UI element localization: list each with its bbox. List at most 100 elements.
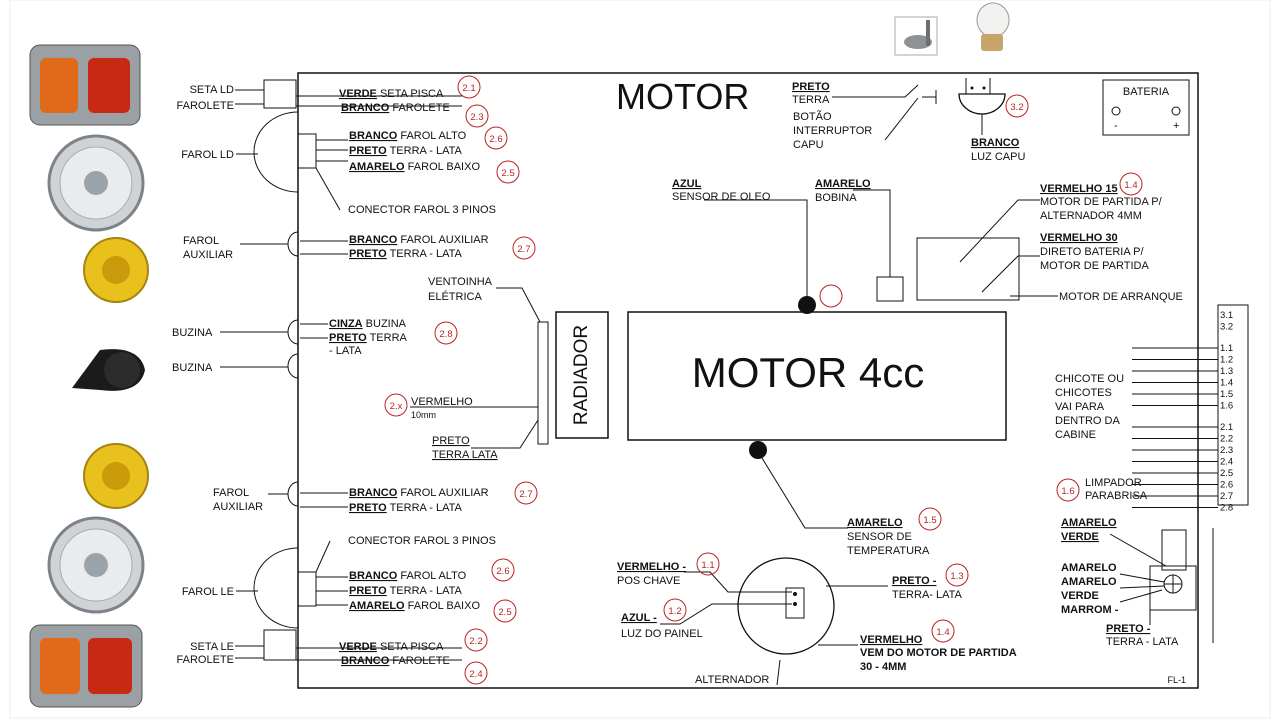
alternator-wiring [660,571,888,686]
harness-code: 2.5 [1220,468,1233,479]
chicote-line-5: CABINE [1055,429,1096,441]
harness-code: 1.5 [1220,389,1233,400]
vermelho-fan-label: VERMELHO [411,396,473,408]
battery-box [1102,79,1190,136]
harness-code: 2.3 [1220,445,1233,456]
svg-text:1.4: 1.4 [936,627,949,638]
svg-text:2.8: 2.8 [439,329,452,340]
farol-aux-bottom-lamp-icon [83,443,149,509]
wiper-list-3: VERDE [1061,590,1099,602]
radiator-label: RADIADOR [571,325,592,425]
svg-text:1.4: 1.4 [1124,180,1137,191]
conector-bot-label: CONECTOR FAROL 3 PINOS [348,535,496,547]
preto-le-label: PRETO TERRA - LATA [349,585,463,597]
sensor-oleo-label: SENSOR DE OLEO [672,191,771,203]
ref-1-5: 1.5 [918,507,942,531]
battery-minus: - [1114,120,1118,132]
alt-verm-bot-color: VERMELHO [860,634,923,646]
branco-bot-label: BRANCO FAROLETE [341,655,450,667]
wiper-preto-desc: TERRA - LATA [1106,636,1179,648]
farol-aux-bottom-label-1: FAROL [213,487,249,499]
wiper-wires [1109,528,1214,643]
alt-verm-color: VERMELHO - [617,561,686,573]
svg-text:2.5: 2.5 [498,607,511,618]
preto-ld-label: PRETO TERRA - LATA [349,145,463,157]
seta-le-label: SETA LE [190,641,234,653]
interruptor-switch-icon [894,16,938,56]
botao-label-1: BOTÃO [793,110,832,123]
wiper-list-4: MARROM - [1061,604,1119,616]
bobina-wire [853,189,891,277]
farol-le-headlight-icon [47,516,145,614]
temp-sensor [749,441,848,529]
alto-le-label: BRANCO FAROL ALTO [349,570,467,582]
seta-ld-label: SETA LD [190,84,234,96]
farol-aux-top-label-1: FAROL [183,235,219,247]
battery-plus-terminal [1171,106,1181,116]
ref-2-6-top: 2.6 [484,126,508,150]
wiper-amarelo: AMARELO [1061,517,1117,529]
botao-label-2: INTERRUPTOR [793,125,872,137]
frame-id: FL-1 [1167,675,1186,685]
bobina-label: BOBINA [815,192,857,204]
aux-top-label: BRANCO FAROL AUXILIAR [349,234,489,246]
harness-code: 1.3 [1220,366,1233,377]
svg-text:2.2: 2.2 [469,636,482,647]
wiper-list-1: AMARELO [1061,562,1117,574]
chicote-line-1: CHICOTE OU [1055,373,1124,385]
radiator-fan-wiring [410,287,549,449]
limpador-label-2: PARABRISA [1085,490,1148,502]
preto-fan-sub: TERRA LATA [432,449,498,461]
harness-code: 1.1 [1220,343,1233,354]
aux-top-preto-label: PRETO TERRA - LATA [349,248,463,260]
harness-code: 1.4 [1220,378,1233,389]
svg-text:2.1: 2.1 [462,83,475,94]
ref-3-2: 3.2 [1005,94,1029,118]
farol-aux-top-lamp-icon [83,237,149,303]
baixo-ld-label: AMARELO FAROL BAIXO [349,161,480,173]
svg-text:2.4: 2.4 [469,669,482,680]
baixo-le-label: AMARELO FAROL BAIXO [349,600,480,612]
alt-verm-desc: POS CHAVE [617,575,680,587]
farolete-top-label: FAROLETE [177,100,234,112]
alt-verm-bot-desc-1: VEM DO MOTOR DE PARTIDA [860,647,1017,659]
battery-minus-terminal [1111,106,1121,116]
alt-azul-desc: LUZ DO PAINEL [621,628,703,640]
chicote-line-2: CHICOTES [1055,387,1112,399]
temp-desc-1: SENSOR DE [847,531,912,543]
ref-1-3: 1.3 [945,563,969,587]
azul-oleo-color: AZUL [672,178,702,190]
farol-aux-top-label-2: AUXILIAR [183,249,233,261]
buzina-cinza-label: CINZA BUZINA [329,318,407,330]
svg-text:2.3: 2.3 [470,112,483,123]
branco-capu-color: BRANCO [971,137,1020,149]
alt-preto-desc: TERRA- LATA [892,589,963,601]
ref-1-6: 1.6 [1056,478,1080,502]
buzina-horn-icon [72,349,145,391]
seta-le-lamp-icon [29,624,143,708]
branco-top-label: BRANCO FAROLETE [341,102,450,114]
chicote-line-3: VAI PARA [1055,401,1105,413]
luz-capu-label: LUZ CAPU [971,151,1025,163]
wiper-motor [1149,529,1197,611]
engine-label: MOTOR 4cc [692,349,925,396]
harness-codes: 3.13.21.11.21.31.41.51.62.12.22.32.42.52… [1220,310,1233,514]
diagram-title: MOTOR [616,76,749,117]
ref-2-8: 2.8 [434,321,458,345]
svg-text:1.5: 1.5 [923,515,936,526]
aux-bot-label: BRANCO FAROL AUXILIAR [349,487,489,499]
ventoinha-label-2: ELÉTRICA [428,290,482,303]
ref-2-5-top: 2.5 [496,160,520,184]
ref-2-3: 2.3 [465,104,489,128]
verde-top-label: VERDE SETA PISCA [339,88,444,100]
motor-arranque-wires [959,199,1058,297]
harness-wires [1132,347,1218,508]
svg-text:2.6: 2.6 [489,134,502,145]
svg-text:2.7: 2.7 [517,244,530,255]
svg-text:1.2: 1.2 [668,606,681,617]
bobina-color: AMARELO [815,178,871,190]
battery-label: BATERIA [1123,86,1170,98]
ref-2-2: 2.2 [464,628,488,652]
bobina-box [876,276,904,302]
